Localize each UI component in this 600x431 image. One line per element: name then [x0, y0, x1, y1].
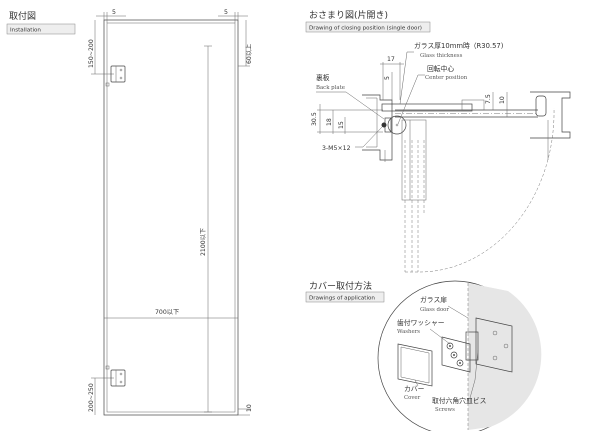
installation-section: 取付図 Installation 5 5 60以上 2100以下 700以下 1… [6, 9, 253, 416]
closing-subtitle: Drawing of closing position (single door… [309, 26, 422, 32]
dim-200-250: 200~250 [88, 383, 95, 412]
center-position-label: 回転中心 [427, 64, 454, 73]
installation-subtitle: Installation [10, 28, 41, 34]
right-strike-frame [530, 91, 571, 160]
closing-title: おさまり図(片開き) [309, 9, 388, 21]
screw-spec-label: 3-M5×12 [322, 145, 351, 152]
dim-7-5: 7.5 [485, 94, 492, 104]
door-glass-edge [106, 22, 236, 413]
hinge-body-icon [465, 317, 513, 373]
glass-door-panel [468, 283, 542, 430]
glass-thickness-label-en: Glass thickness [420, 53, 463, 59]
dim-700-max: 700以下 [155, 309, 179, 316]
dim-30-5: 30.5 [311, 112, 318, 126]
center-position-label-en: Center position [425, 75, 468, 81]
door-swing-arc [419, 107, 555, 273]
dim-150-200: 150~200 [88, 39, 95, 68]
cover-subtitle: Drawings of application [309, 296, 375, 302]
washers-icon [446, 342, 464, 367]
cover-plate-icon [397, 343, 433, 387]
dim-17: 17 [387, 56, 395, 63]
top-hinge-icon [105, 65, 126, 87]
glass-door-label-en: Glass door [420, 307, 449, 313]
closing-position-section: おさまり図(片開き) Drawing of closing position (… [305, 9, 571, 273]
dim-15: 15 [338, 121, 345, 129]
left-frame-section [362, 94, 393, 162]
back-plate-label: 裏板 [316, 73, 330, 82]
cover-application-section: カバー取付方法 Drawings of application [305, 280, 542, 431]
installation-title: 取付図 [9, 11, 36, 22]
dim-10-bottom: 10 [246, 404, 253, 412]
cover-subtitle-bar [305, 291, 385, 303]
dim-5: 5 [384, 76, 391, 80]
screws-label: 取付六角穴皿ビス [432, 396, 487, 405]
glass-thickness-label: ガラス厚10mm時（R30.57) [414, 41, 504, 50]
door-outline [103, 19, 239, 416]
cover-label-en: Cover [404, 395, 421, 401]
installation-subtitle-bar [6, 23, 76, 35]
dim-top-left: 5 [112, 9, 116, 16]
mounting-plate-icon [441, 336, 471, 373]
open-door-position [404, 140, 425, 273]
screws-label-en: Screws [435, 407, 455, 413]
screw-head-icon [381, 122, 387, 128]
dim-top-right: 5 [224, 9, 228, 16]
closing-subtitle-bar [305, 21, 431, 33]
glass-door-label: ガラス扉 [420, 295, 447, 304]
dim-2100-max: 2100以下 [200, 228, 207, 256]
cover-title: カバー取付方法 [309, 280, 372, 292]
dim-60-min: 60以上 [245, 44, 253, 64]
cover-label: カバー [404, 385, 425, 393]
bottom-hinge-icon [105, 365, 126, 387]
washers-label-en: Washers [397, 329, 420, 335]
hinge-assembly [381, 99, 485, 201]
dim-18: 18 [326, 118, 333, 126]
washers-label: 歯付ワッシャー [397, 318, 445, 327]
back-plate-label-en: Back plate [316, 85, 345, 91]
dim-10-closing: 10 [499, 96, 506, 104]
